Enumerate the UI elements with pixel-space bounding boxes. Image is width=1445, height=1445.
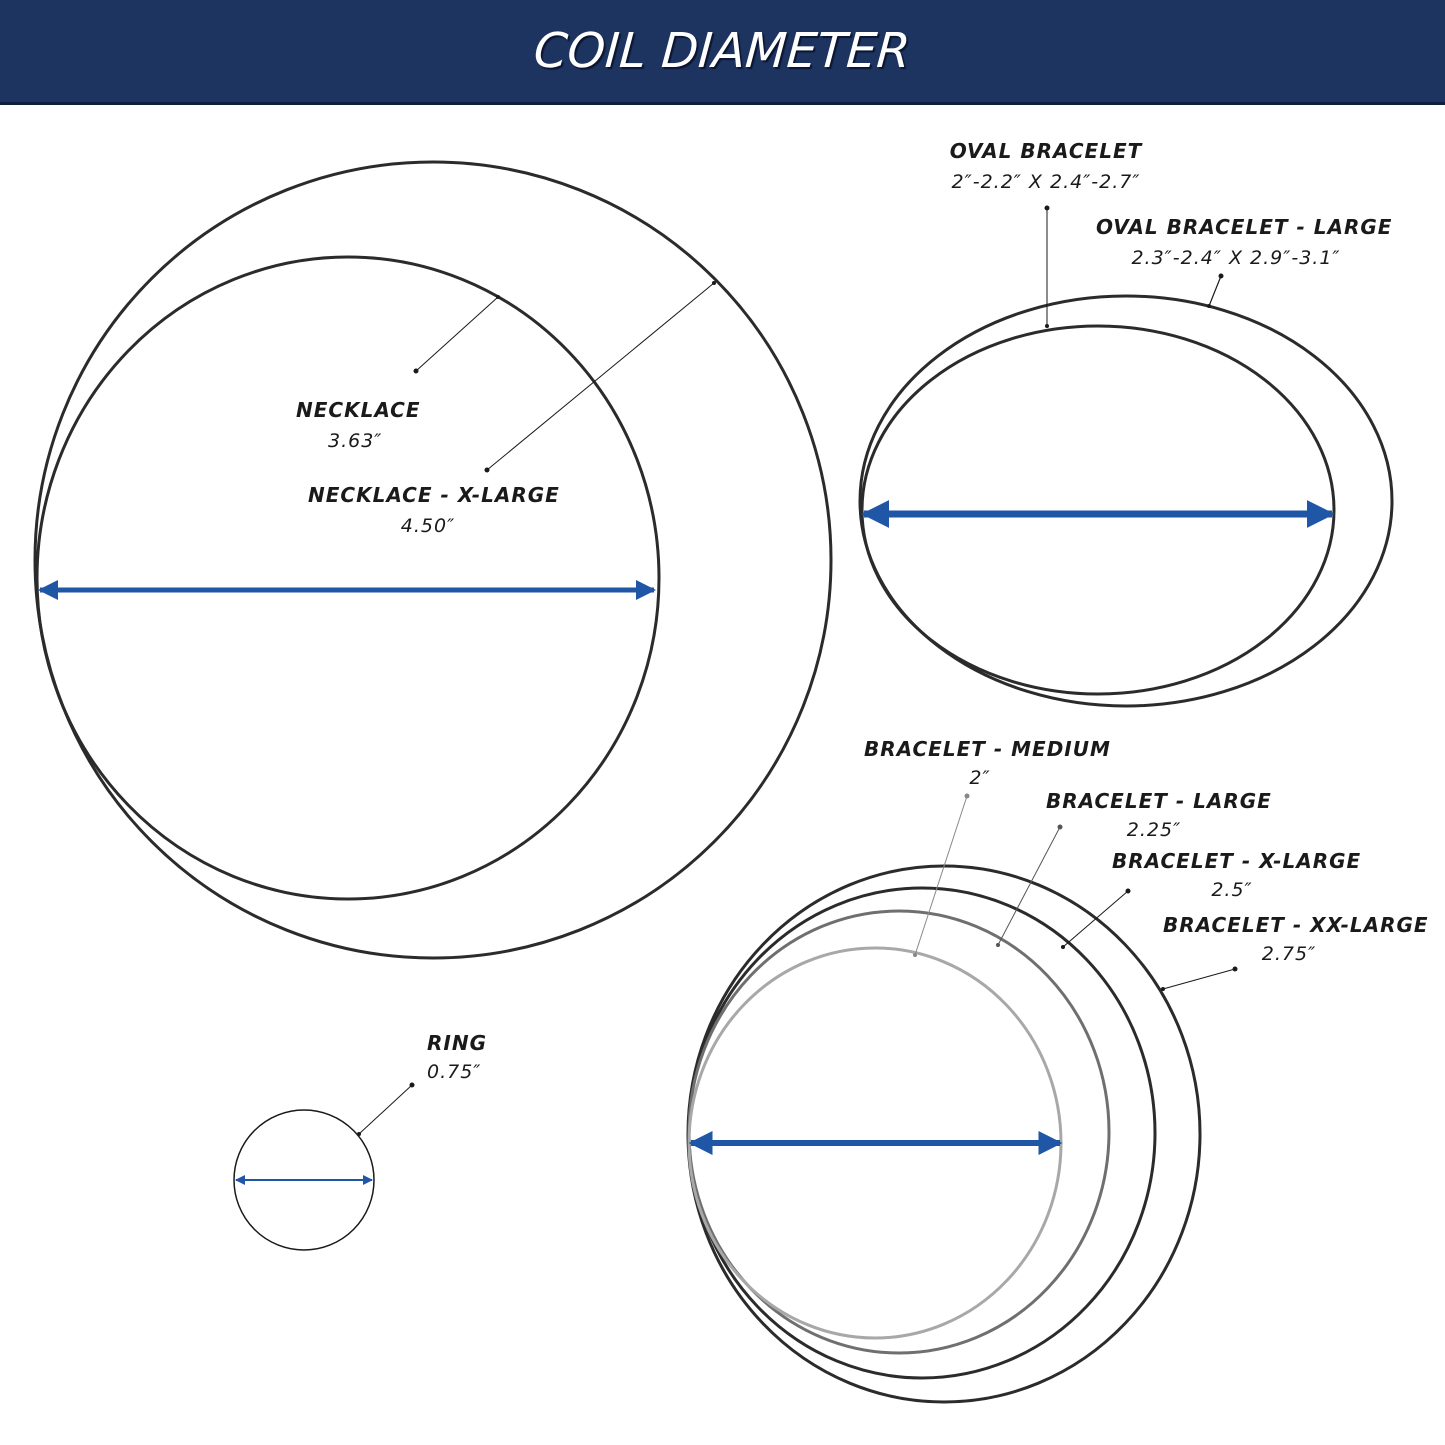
- ring-size: 0.75″: [427, 1061, 482, 1083]
- leader-dot: [496, 295, 500, 299]
- bracelet-xxlarge-size: 2.75″: [1261, 943, 1317, 965]
- necklace-coil: [35, 255, 661, 901]
- leader-dot: [913, 953, 917, 957]
- necklace-xlarge-leader-line: [486, 282, 715, 471]
- oval-large-size: 2.3″-2.4″ X 2.9″-3.1″: [1131, 247, 1341, 269]
- leader-dot: [413, 368, 419, 374]
- ring-group: [233, 1082, 415, 1251]
- ring-coil: [233, 1109, 375, 1251]
- ring-name: RING: [427, 1031, 487, 1055]
- bracelet-medium-name: BRACELET - MEDIUM: [864, 737, 1111, 761]
- bracelet-xlarge-label: BRACELET - X-LARGE 2.5″: [1112, 849, 1362, 901]
- header-banner: COIL DIAMETER: [0, 0, 1445, 105]
- necklace-leader-line: [415, 296, 499, 372]
- leader-dot: [484, 467, 490, 473]
- leader-dot: [1232, 966, 1238, 972]
- bracelet-xxlarge-coil: [686, 864, 1202, 1404]
- necklace-label: NECKLACE 3.63″: [296, 400, 421, 451]
- leader-dot: [1218, 273, 1224, 279]
- necklace-xlarge-label: NECKLACE - X-LARGE 4.50″: [308, 483, 560, 537]
- ring-leader-line: [358, 1084, 413, 1135]
- bracelet-large-coil: [687, 909, 1111, 1355]
- bracelet-medium-size: 2″: [969, 767, 991, 789]
- leader-dot: [996, 943, 1000, 947]
- oval-group: [858, 205, 1394, 708]
- bracelet-group: [686, 793, 1238, 1404]
- bracelet-medium-label: BRACELET - MEDIUM 2″: [864, 737, 1111, 789]
- leader-dot: [964, 793, 970, 799]
- oval-large-coil: [858, 294, 1394, 708]
- oval-coil: [860, 324, 1336, 696]
- oval-label: OVAL BRACELET 2″-2.2″ X 2.4″-2.7″: [940, 141, 1152, 192]
- necklace-xlarge-name: NECKLACE - X-LARGE: [308, 483, 560, 507]
- bracelet-large-label: BRACELET - LARGE 2.25″: [1046, 789, 1272, 841]
- bracelet-xxlarge-name: BRACELET - XX-LARGE: [1163, 913, 1429, 937]
- oval-large-name: OVAL BRACELET - LARGE: [1096, 215, 1393, 239]
- leader-dot: [1207, 304, 1211, 308]
- leader-dot: [1045, 324, 1049, 328]
- necklace-size: 3.63″: [328, 430, 383, 452]
- necklace-group: [33, 160, 833, 960]
- bracelet-large-name: BRACELET - LARGE: [1046, 789, 1272, 813]
- leader-dot: [1125, 888, 1131, 894]
- bracelet-xxlarge-label: BRACELET - XX-LARGE 2.75″: [1163, 913, 1429, 965]
- bracelet-large-leader-line: [997, 826, 1061, 946]
- oval-size: 2″-2.2″ X 2.4″-2.7″: [951, 171, 1141, 193]
- bracelet-large-size: 2.25″: [1126, 819, 1182, 841]
- bracelet-xlarge-leader-line: [1062, 890, 1129, 948]
- necklace-xlarge-size: 4.50″: [400, 515, 456, 537]
- leader-dot: [409, 1082, 415, 1088]
- bracelet-xlarge-coil: [687, 886, 1157, 1380]
- necklace-xlarge-coil: [33, 160, 833, 960]
- bracelet-xlarge-size: 2.5″: [1211, 879, 1253, 901]
- bracelet-xlarge-name: BRACELET - X-LARGE: [1112, 849, 1362, 873]
- oval-name: OVAL BRACELET: [949, 139, 1143, 163]
- leader-dot: [1161, 987, 1165, 991]
- oval-large-leader-line: [1208, 275, 1222, 307]
- leader-dot: [1061, 945, 1065, 949]
- oval-large-label: OVAL BRACELET - LARGE 2.3″-2.4″ X 2.9″-3…: [1096, 215, 1393, 269]
- bracelet-medium-leader-line: [914, 795, 968, 956]
- leader-dot: [712, 281, 716, 285]
- leader-dot: [1044, 205, 1050, 211]
- leader-dot: [1057, 824, 1063, 830]
- ring-label: RING 0.75″: [427, 1033, 487, 1082]
- necklace-name: NECKLACE: [296, 398, 421, 422]
- bracelet-xxlarge-leader-line: [1162, 968, 1236, 990]
- leader-dot: [357, 1132, 361, 1136]
